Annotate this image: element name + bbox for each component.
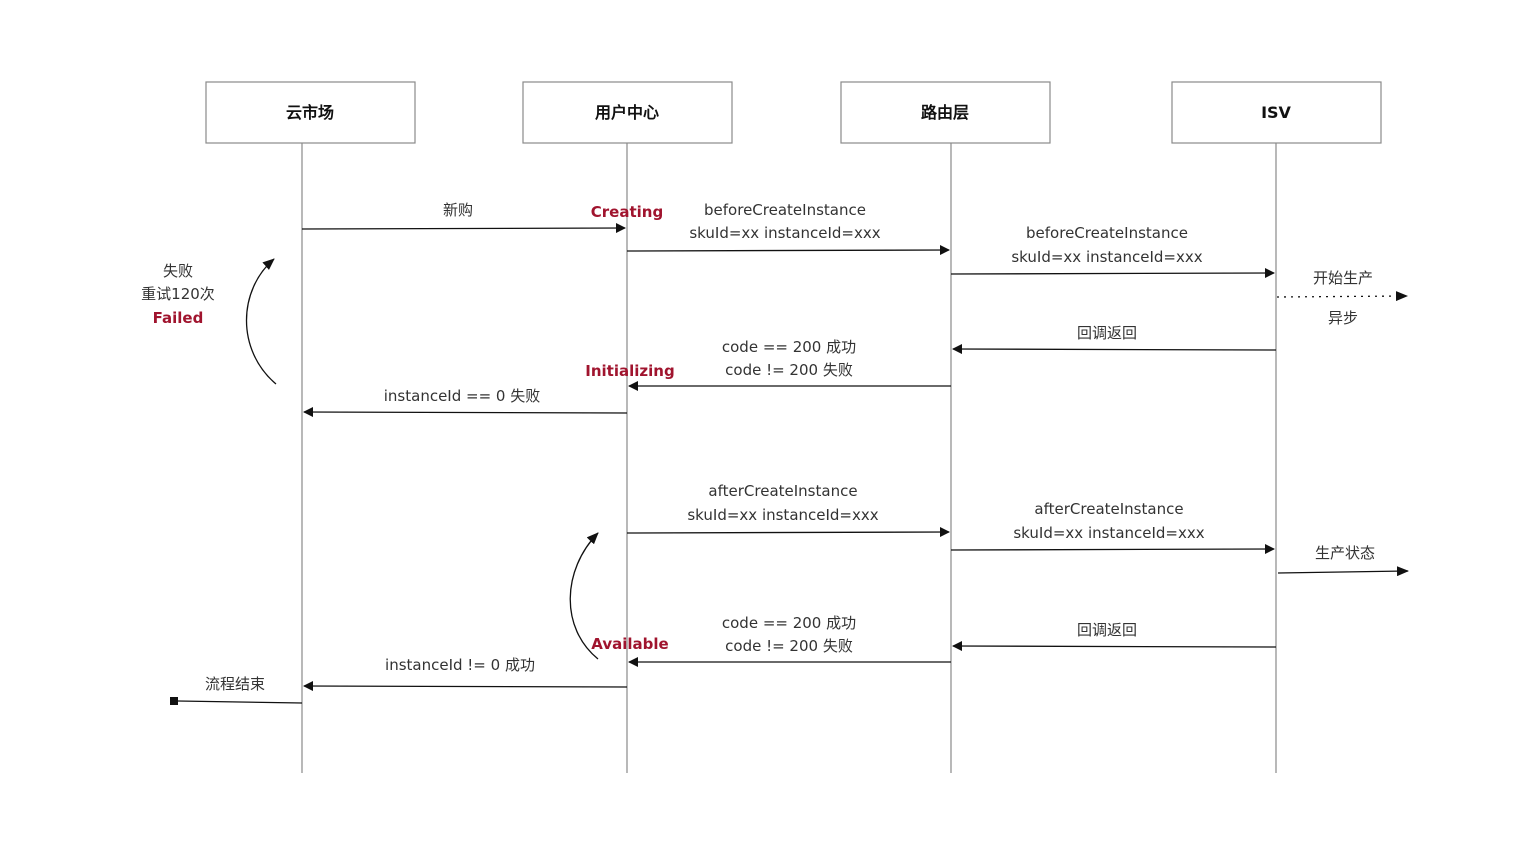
label-code-ok-1: code == 200 成功 <box>722 338 856 356</box>
participant-user-center: 用户中心 <box>522 81 733 144</box>
label-code-fail-2: code != 200 失败 <box>725 637 853 655</box>
state-failed: Failed <box>153 309 204 327</box>
arrow-after-create-1 <box>626 527 950 538</box>
label-code-fail-1: code != 200 失败 <box>725 361 853 379</box>
label-new-purchase: 新购 <box>443 201 473 219</box>
label-code-ok-2: code == 200 成功 <box>722 614 856 632</box>
label-before-create-1-params: skuId=xx instanceId=xxx <box>689 224 880 242</box>
label-production-status: 生产状态 <box>1315 544 1375 562</box>
label-after-create-2-params: skuId=xx instanceId=xxx <box>1013 524 1204 542</box>
retry-curve-arrow <box>246 258 277 385</box>
label-retry-times: 重试120次 <box>141 285 215 303</box>
label-async: 异步 <box>1328 309 1358 327</box>
participant-cloud-market: 云市场 <box>205 81 416 144</box>
arrow-before-create-1 <box>626 245 950 256</box>
arrow-instance-ok <box>303 681 628 692</box>
label-retry-fail: 失败 <box>163 262 193 280</box>
label-callback-1: 回调返回 <box>1077 324 1137 342</box>
label-instance-ok: instanceId != 0 成功 <box>385 656 535 674</box>
participant-label: 云市场 <box>286 103 334 122</box>
label-instance-fail: instanceId == 0 失败 <box>384 387 540 405</box>
state-creating: Creating <box>591 203 663 221</box>
available-curve-arrow <box>569 532 599 660</box>
label-callback-2: 回调返回 <box>1077 621 1137 639</box>
arrow-start-production-async <box>1276 291 1408 302</box>
participant-isv: ISV <box>1171 81 1382 144</box>
state-initializing: Initializing <box>585 362 674 380</box>
arrow-new-purchase <box>301 223 626 234</box>
participant-routing-layer: 路由层 <box>840 81 1051 144</box>
arrow-instance-fail <box>303 407 628 418</box>
flow-end-marker <box>170 697 178 705</box>
participant-label: 用户中心 <box>595 103 659 122</box>
label-flow-end: 流程结束 <box>205 675 265 693</box>
label-before-create-2: beforeCreateInstance <box>1026 224 1188 242</box>
state-available: Available <box>591 635 668 653</box>
arrow-callback-1 <box>952 344 1277 355</box>
participant-label: ISV <box>1261 103 1291 122</box>
label-after-create-1: afterCreateInstance <box>708 482 857 500</box>
arrow-after-create-2 <box>950 544 1275 555</box>
label-before-create-2-params: skuId=xx instanceId=xxx <box>1011 248 1202 266</box>
arrow-before-create-2 <box>950 268 1275 279</box>
label-after-create-1-params: skuId=xx instanceId=xxx <box>687 506 878 524</box>
label-start-production: 开始生产 <box>1313 269 1373 287</box>
arrow-production-status <box>1277 566 1409 577</box>
arrow-callback-2 <box>952 641 1277 652</box>
label-after-create-2: afterCreateInstance <box>1034 500 1183 518</box>
participant-label: 路由层 <box>921 103 969 122</box>
arrow-flow-end <box>177 700 303 704</box>
label-before-create-1: beforeCreateInstance <box>704 201 866 219</box>
